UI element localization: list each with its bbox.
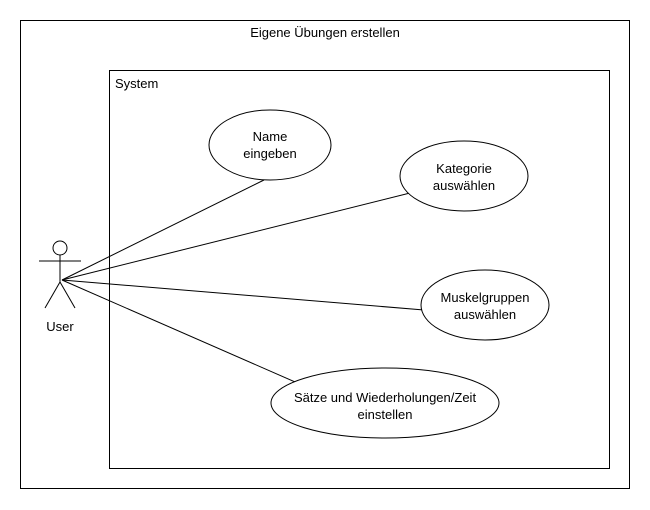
use-case-label-line1: Kategorie	[436, 161, 492, 176]
actor-user: User	[39, 240, 81, 334]
system-boundary	[109, 70, 610, 469]
outer-frame	[20, 20, 630, 489]
actor-label: User	[46, 319, 74, 334]
association-saetze	[61, 279, 303, 386]
use-case-label-line2: auswählen	[433, 178, 495, 193]
use-case-ellipse	[208, 109, 332, 181]
use-case-ellipse	[399, 140, 529, 212]
association-muskelgruppen	[61, 279, 425, 311]
use-case-ellipse	[420, 269, 550, 341]
use-case-kategorie-auswaehlen: Kategorie auswählen	[399, 140, 529, 212]
use-case-saetze-einstellen: Sätze und Wiederholungen/Zeit einstellen	[270, 367, 500, 439]
use-case-label-line1: Sätze und Wiederholungen/Zeit	[294, 390, 477, 405]
use-case-label-line1: Muskelgruppen	[441, 290, 530, 305]
use-case-ellipse	[270, 367, 500, 439]
diagram-title: Eigene Übungen erstellen	[250, 25, 400, 40]
system-label: System	[115, 76, 158, 91]
use-case-label-line2: auswählen	[454, 307, 516, 322]
use-case-label-line2: einstellen	[358, 407, 413, 422]
use-case-name-eingeben: Name eingeben	[208, 109, 332, 181]
actor-left-leg	[44, 281, 61, 309]
actor-head	[52, 240, 68, 256]
association-kategorie	[61, 192, 411, 281]
actor-right-leg	[59, 281, 76, 309]
use-case-label-line1: Name	[253, 129, 288, 144]
association-name	[61, 179, 265, 281]
use-case-label-line2: eingeben	[243, 146, 297, 161]
use-case-muskelgruppen-auswaehlen: Muskelgruppen auswählen	[420, 269, 550, 341]
